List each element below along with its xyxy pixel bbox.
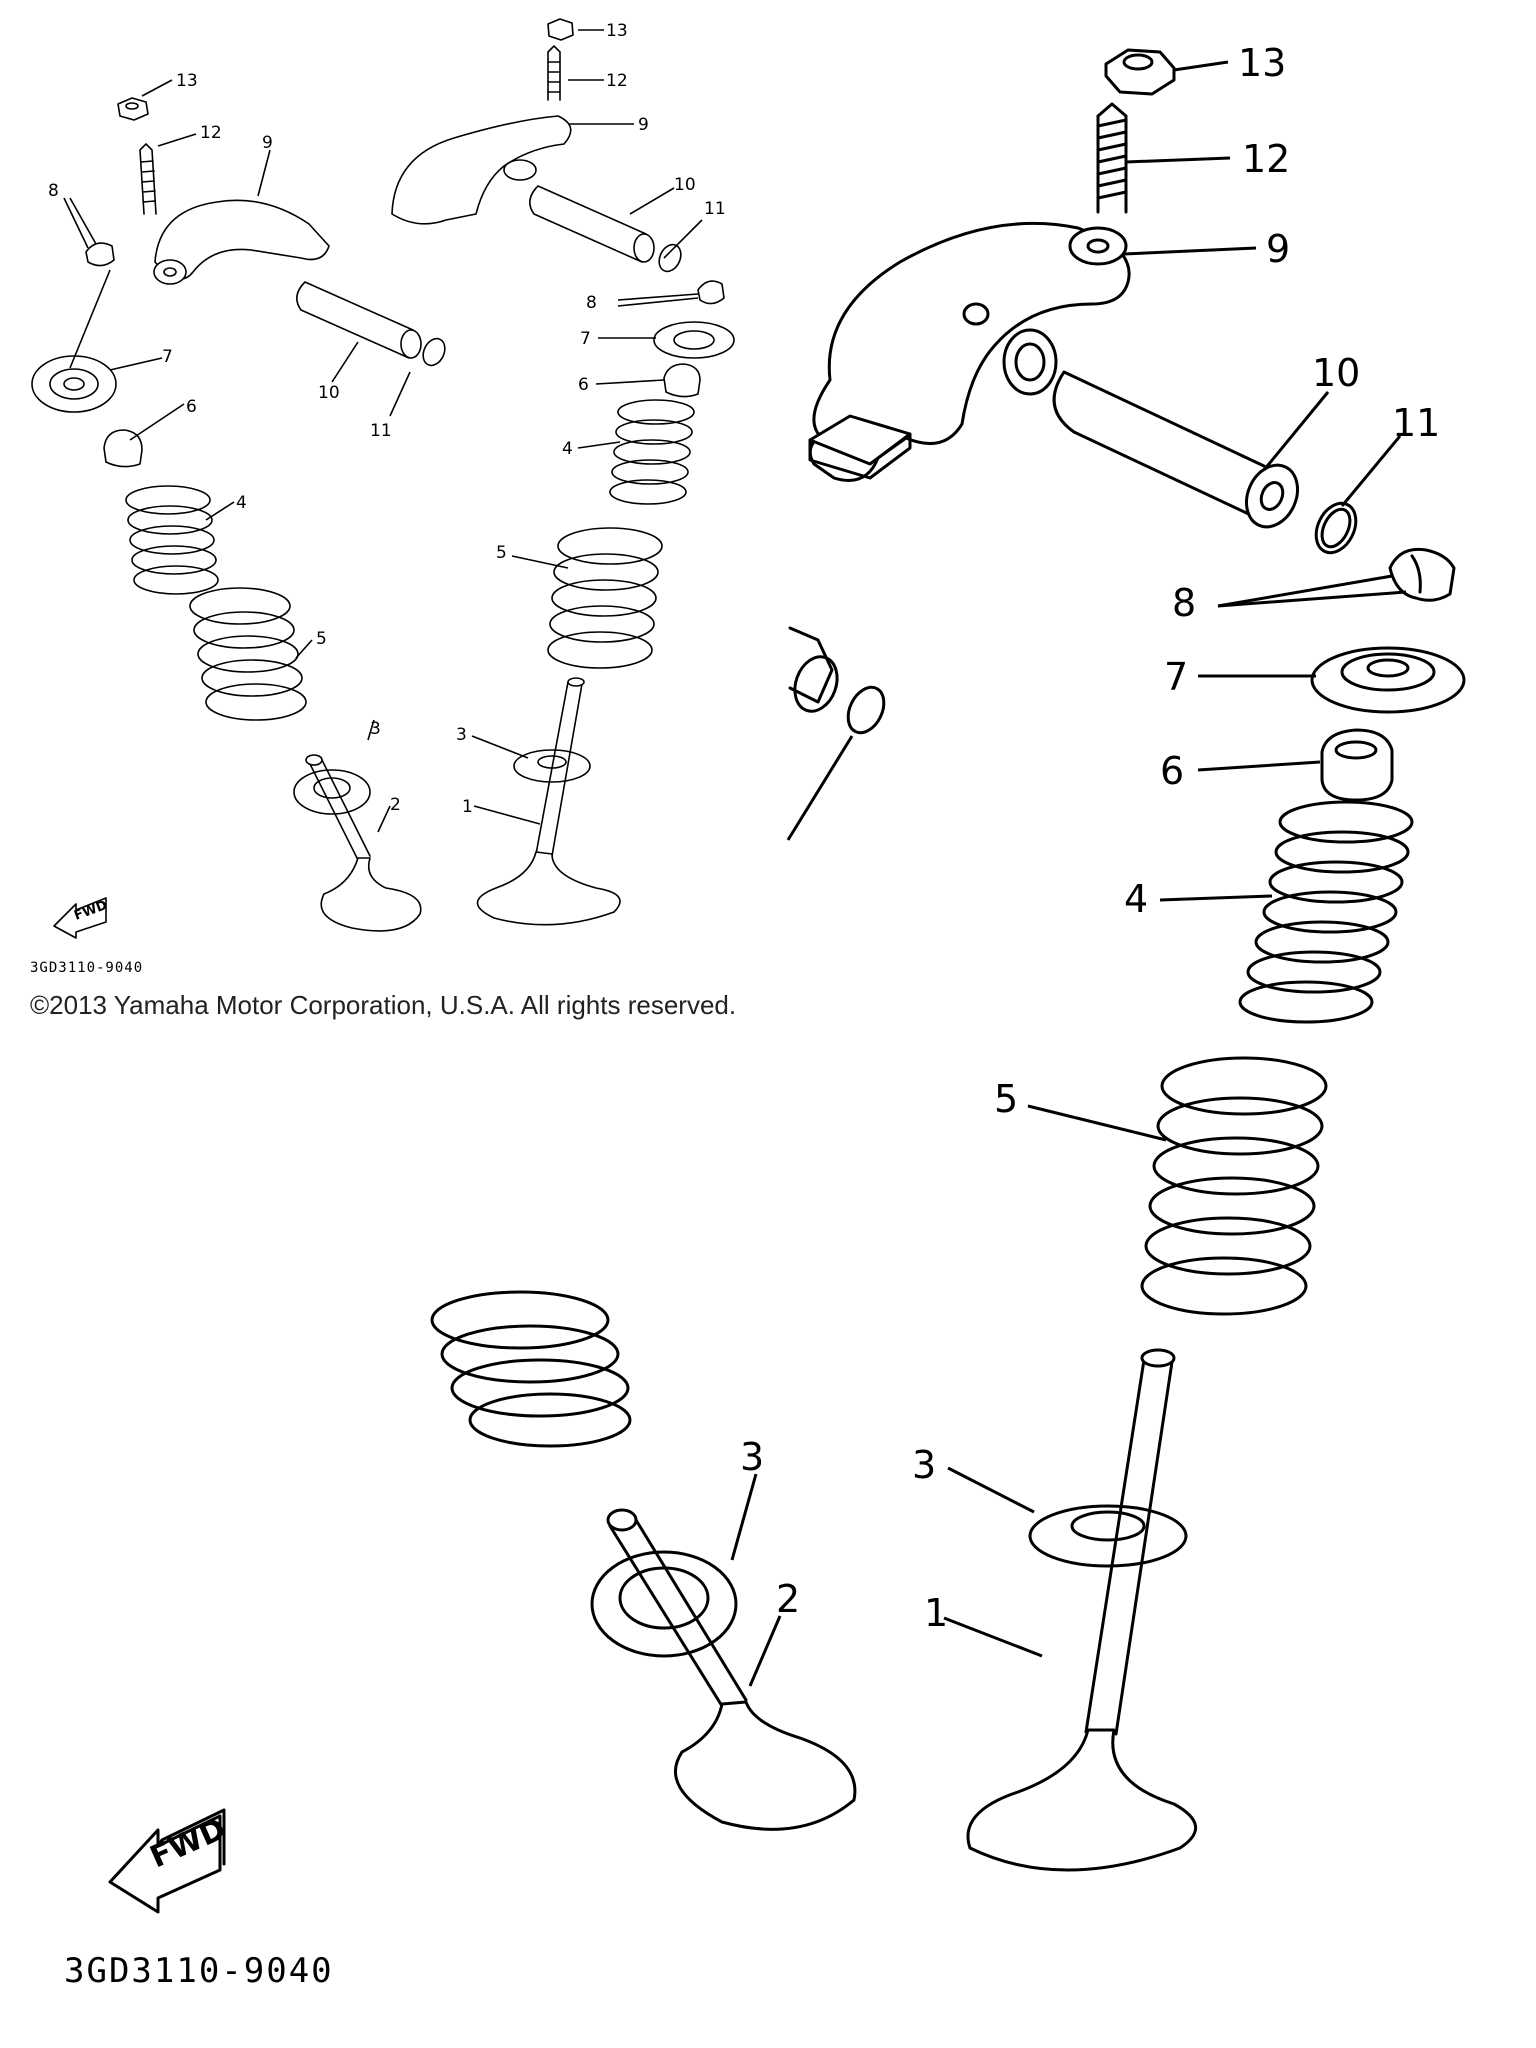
- outer-spring-5-right: [547, 527, 663, 669]
- label-3-right: 3: [456, 725, 467, 745]
- inner-spring-4: [1238, 800, 1414, 1024]
- label-12-right: 12: [606, 71, 628, 91]
- label-11: 11: [1392, 401, 1440, 445]
- valve-1: [476, 677, 621, 926]
- label-5: 5: [994, 1077, 1018, 1121]
- nut-13-left: [117, 97, 149, 121]
- label-11-left: 11: [370, 421, 392, 441]
- main-diagram: 13 12 9 10 11 8 7 6 4 5 3 3 1 2 FWD 3GD3…: [64, 41, 1466, 1991]
- stud-12-right: [547, 45, 561, 101]
- inner-spring-4-right: [609, 399, 695, 505]
- stud-12: [1096, 102, 1128, 214]
- label-2-thumb: 2: [390, 795, 401, 815]
- stud-12-left: [139, 143, 157, 215]
- label-5-left: 5: [316, 629, 327, 649]
- label-5-right: 5: [496, 543, 507, 563]
- label-10: 10: [1312, 351, 1360, 395]
- label-3-main-right: 3: [912, 1443, 936, 1487]
- label-8-right: 8: [586, 293, 597, 313]
- cotter-8: [1388, 547, 1456, 602]
- label-6: 6: [1160, 749, 1184, 793]
- label-8: 8: [1172, 581, 1196, 625]
- rocker-arm-9: [808, 221, 1131, 482]
- label-1-thumb: 1: [462, 797, 473, 817]
- drawing-code: 3GD3110-9040: [64, 1951, 334, 1991]
- label-13-right: 13: [606, 21, 628, 41]
- valve-2: [305, 754, 422, 932]
- label-11-right: 11: [704, 199, 726, 219]
- label-9-right: 9: [638, 115, 649, 135]
- inner-spring-4-left: [125, 485, 219, 595]
- label-6-left: 6: [186, 397, 197, 417]
- label-4-left: 4: [236, 493, 247, 513]
- o-ring-11-right: [658, 243, 682, 273]
- label-4-right: 4: [562, 439, 573, 459]
- rocker-arm-9-right: [391, 115, 572, 225]
- label-13-left: 13: [176, 71, 198, 91]
- shaft-10: [1052, 370, 1299, 529]
- retainer-7-left: [31, 355, 117, 413]
- thumbnail-labels: 13 13 12 12 9 9 10 10 11 11 8 8 7 7 6 6 …: [48, 21, 726, 817]
- label-12: 12: [1242, 137, 1290, 181]
- label-7-left: 7: [162, 347, 173, 367]
- drawing-code-small: 3GD3110-9040: [30, 960, 143, 976]
- nut-13-right: [547, 18, 574, 41]
- o-ring-11-left: [422, 337, 446, 367]
- label-3-left: 3: [370, 719, 381, 739]
- seal-6-right: [663, 363, 701, 398]
- label-2: 2: [776, 1577, 800, 1621]
- fwd-arrow-icon-small: FWD: [53, 897, 110, 939]
- retainer-7-right: [653, 321, 735, 359]
- copyright-notice: ©2013 Yamaha Motor Corporation, U.S.A. A…: [30, 990, 737, 1020]
- rocker-arm-9-left: [153, 199, 330, 285]
- o-ring-11: [1314, 501, 1358, 555]
- valve-1-main: [966, 1348, 1198, 1872]
- spring-seat-3-left: [293, 769, 371, 815]
- cotter-8-right: [697, 280, 725, 305]
- fwd-arrow-icon: FWD: [108, 1808, 231, 1914]
- label-12-left: 12: [200, 123, 222, 143]
- thumbnail-diagram: 13 13 12 12 9 9 10 10 11 11 8 8 7 7 6 6 …: [30, 18, 735, 976]
- label-9-left: 9: [262, 133, 273, 153]
- label-3-main-left: 3: [740, 1435, 764, 1479]
- valve-2-main: [606, 1508, 857, 1831]
- label-9: 9: [1266, 227, 1290, 271]
- thumbnail-leaders: [63, 29, 703, 833]
- shaft-10-right: [529, 185, 655, 263]
- outer-spring-5-left: [189, 587, 307, 721]
- label-10-left: 10: [318, 383, 340, 403]
- label-7-right: 7: [580, 329, 591, 349]
- main-leaders: [730, 60, 1407, 1687]
- cotter-8-left: [85, 242, 115, 267]
- nut-13: [1104, 48, 1176, 96]
- label-1: 1: [924, 1591, 948, 1635]
- partial-spring-fragment: [430, 1290, 632, 1448]
- spring-seat-3-main-right: [1028, 1504, 1188, 1568]
- main-labels: 13 12 9 10 11 8 7 6 4 5 3 3 1 2: [740, 41, 1440, 1635]
- outer-spring-5: [1140, 1056, 1328, 1316]
- partial-shaft-fragment: [786, 626, 886, 841]
- label-6-right: 6: [578, 375, 589, 395]
- label-7: 7: [1164, 655, 1188, 699]
- label-8-left: 8: [48, 181, 59, 201]
- label-10-right: 10: [674, 175, 696, 195]
- retainer-7: [1310, 646, 1466, 714]
- label-13: 13: [1238, 41, 1286, 85]
- shaft-10-left: [296, 281, 422, 359]
- label-4: 4: [1124, 877, 1148, 921]
- seal-6: [1320, 728, 1394, 802]
